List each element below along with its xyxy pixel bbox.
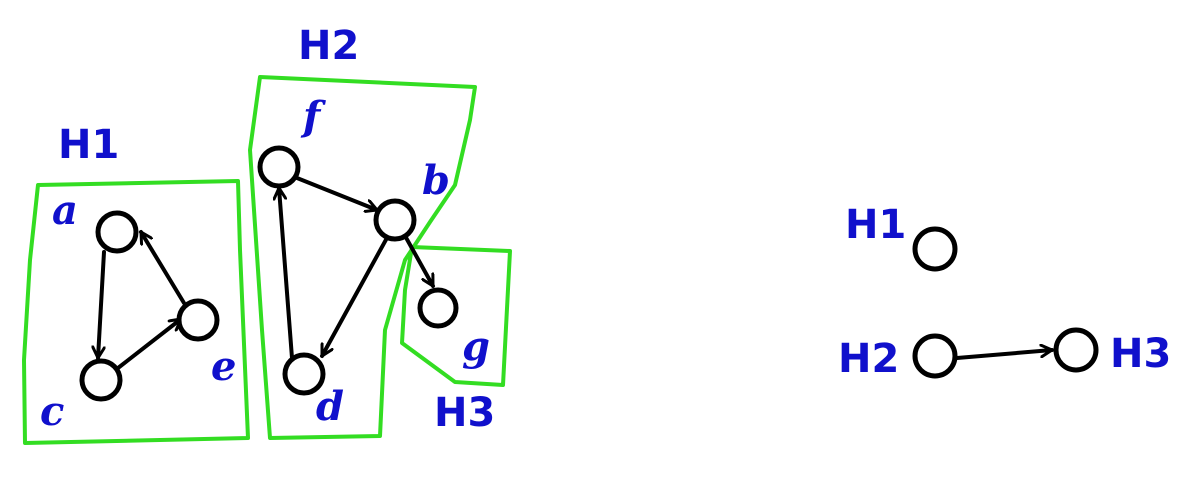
graph-edges	[98, 176, 435, 370]
condensation-edge-h2-h3	[955, 350, 1054, 360]
condensation-graph: H1 H2 H3	[838, 202, 1171, 382]
vertex-label-e: e	[211, 343, 236, 390]
condensation-label-h2: H2	[838, 336, 899, 382]
vertex-label-a: a	[52, 187, 78, 234]
vertex-b	[373, 198, 417, 242]
edge-e-a	[139, 230, 186, 305]
component-label-h3: H3	[434, 390, 495, 436]
vertex-a	[95, 210, 139, 254]
component-label-h2: H2	[298, 23, 359, 69]
component-label-h1: H1	[58, 122, 119, 168]
vertex-e	[176, 298, 220, 342]
edge-b-d	[320, 234, 390, 358]
region-h2	[248, 75, 477, 440]
vertex-label-c: c	[40, 388, 64, 435]
condensation-node-h3	[1053, 327, 1099, 373]
vertex-label-d: d	[316, 383, 344, 430]
graph-vertices	[79, 145, 459, 402]
condensation-label-h3: H3	[1110, 331, 1171, 377]
edge-c-e	[116, 317, 183, 370]
edge-a-c	[98, 250, 106, 360]
region-h3	[400, 245, 512, 387]
vertex-g	[417, 287, 459, 329]
condensation-node-h2	[912, 333, 958, 379]
vertex-f	[257, 145, 301, 189]
component-regions	[22, 75, 512, 445]
component-labels: H1 H2 H3	[58, 23, 495, 436]
condensation-node-h1	[912, 226, 958, 272]
edge-f-b	[295, 176, 379, 210]
condensation-label-h1: H1	[845, 202, 906, 248]
edge-d-f	[279, 186, 294, 360]
vertex-label-f: f	[300, 93, 326, 140]
vertex-d	[282, 352, 326, 396]
region-h1	[22, 179, 250, 445]
vertex-label-g: g	[462, 323, 490, 370]
vertex-labels: a b c d e f g	[40, 93, 490, 435]
vertex-c	[79, 358, 123, 402]
vertex-label-b: b	[422, 157, 450, 204]
edge-b-g	[402, 232, 435, 288]
